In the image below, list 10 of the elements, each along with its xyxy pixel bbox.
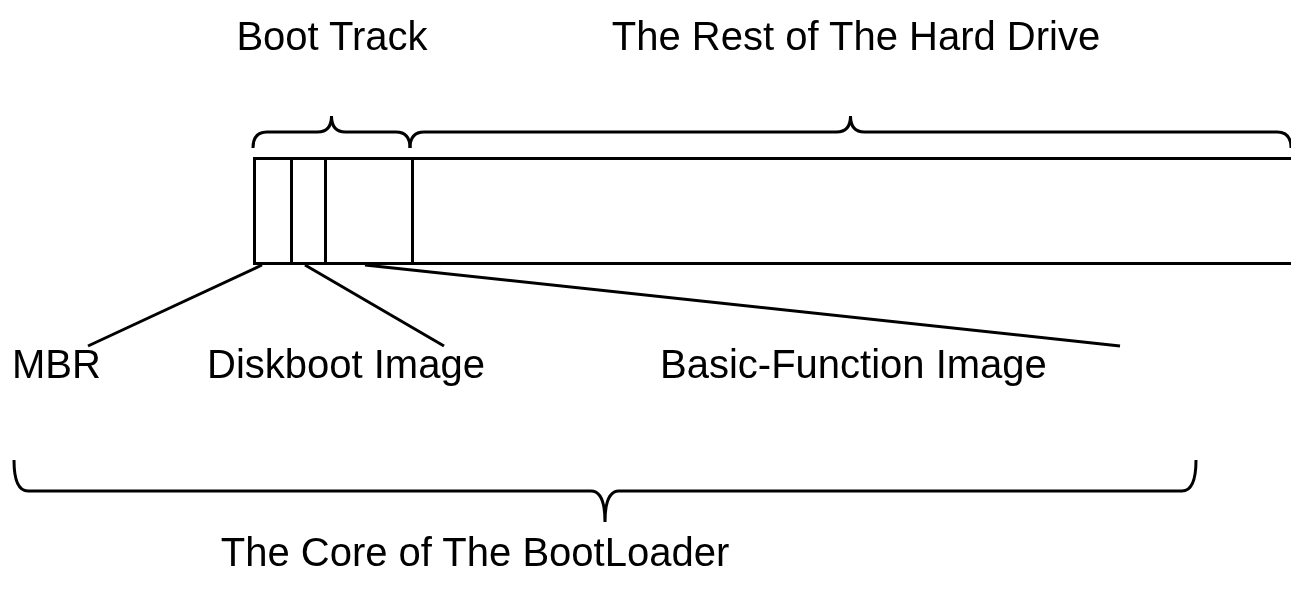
leader-line <box>364 263 1121 348</box>
storage-strip <box>253 157 1291 265</box>
section-label: MBR <box>12 340 101 388</box>
section-label: Diskboot Image <box>207 340 485 388</box>
section-label: The Rest of The Hard Drive <box>611 13 1101 60</box>
leader-line <box>87 263 263 348</box>
section-label: Basic-Function Image <box>660 340 1047 388</box>
leader-line <box>304 263 445 348</box>
section-label: The Core of The BootLoader <box>220 529 730 576</box>
section-label: Boot Track <box>236 13 428 60</box>
